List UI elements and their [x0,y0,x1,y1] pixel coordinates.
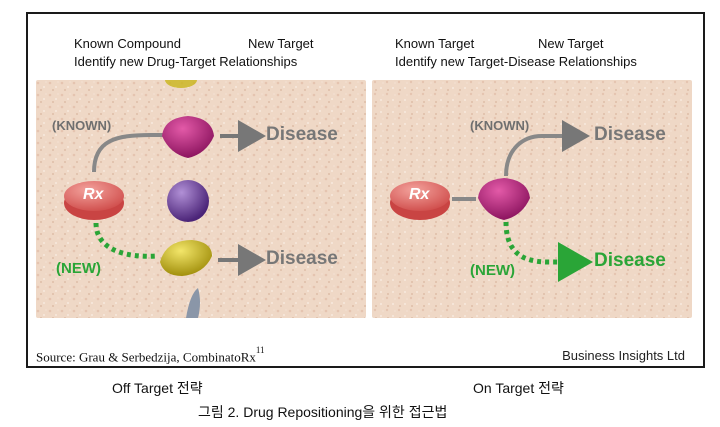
source-ref: 11 [255,345,265,355]
rx-label: Rx [83,186,104,203]
new-connector-dotted [93,222,159,259]
right-header-known-target: Known Target [395,36,475,51]
caption-on-target: On Target 전략 [473,380,564,396]
on-target-graphic [372,80,692,318]
disease-label-top: Disease [266,124,338,145]
right-header-subtitle: Identify new Target-Disease Relationship… [395,54,637,69]
caption-off-target: Off Target 전략 [112,380,203,396]
disease-label-bottom: Disease [266,248,338,269]
off-target-diagram: (KNOWN) Disease Rx (NEW) Disease [36,80,366,318]
purple-ball-shape [167,180,209,222]
left-header-subtitle: Identify new Drug-Target Relationships [74,54,298,69]
new-label: (NEW) [56,260,101,277]
on-target-diagram: (KNOWN) Disease Rx (NEW) Disease [372,80,692,318]
rx-pill-shape [390,181,450,211]
magenta-target-shape [478,178,530,220]
source-text: Source: Grau & Serbedzija, CombinatoRx [36,349,256,365]
figure-frame: Known Compound New Target Identify new D… [26,12,705,368]
disease-label-bottom: Disease [594,250,666,271]
new-label: (NEW) [470,262,515,279]
left-header-known-compound: Known Compound [74,36,181,51]
magenta-target-shape [162,116,214,158]
left-header-new-target: New Target [248,36,314,51]
right-header-new-target: New Target [538,36,604,51]
known-label: (KNOWN) [470,118,530,133]
known-disease-arrow [504,120,590,177]
yellow-target-shape [160,240,212,276]
disease-label-top: Disease [594,124,666,145]
rx-pill-shape [64,181,124,211]
figure-caption: 그림 2. Drug Repositioning을 위한 접근법 [198,404,448,420]
off-target-graphic [36,80,366,318]
source-credit: Source: Grau & Serbedzija, CombinatoRx11 [36,345,265,365]
publisher-credit: Business Insights Ltd [562,348,685,363]
known-connector-line [92,133,164,173]
rx-label: Rx [409,186,430,203]
new-disease-arrow-dotted [503,221,593,282]
known-label: (KNOWN) [52,118,112,133]
